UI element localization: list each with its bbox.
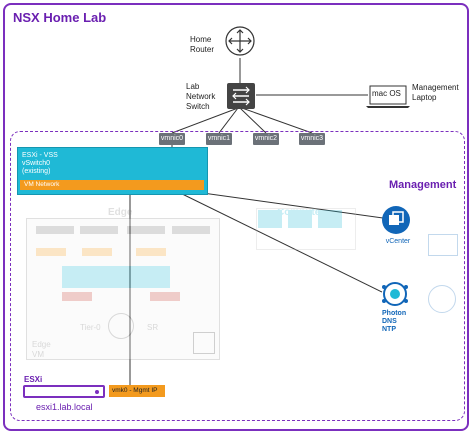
router-icon	[225, 26, 255, 56]
edge-switch	[62, 266, 170, 288]
switch-label-line-3: Switch	[186, 102, 210, 111]
vmnic-0: vmnic0	[159, 133, 185, 145]
management-router-icon	[428, 285, 456, 313]
compute-vm-2	[288, 210, 312, 228]
vcenter-label: vCenter	[385, 238, 411, 245]
switch-label-line-1: Lab	[186, 82, 200, 91]
esxi-label: ESXi	[24, 375, 43, 384]
compute-vm-3	[318, 210, 342, 228]
page-title: NSX Home Lab	[13, 10, 107, 25]
switch-label: Lab Network Switch	[186, 82, 215, 112]
edge-expand-icon	[193, 332, 215, 354]
compute-vm-1	[258, 210, 282, 228]
edge-vm-label: Edge VM	[32, 340, 51, 360]
compute-title: Compute	[277, 207, 320, 218]
laptop-screen-text: mac OS	[372, 89, 401, 98]
esxi-hostname: esxi1.lab.local	[36, 402, 93, 412]
vss-label-line-3: (existing)	[22, 168, 51, 175]
laptop-label-line-2: Laptop	[412, 93, 437, 102]
photon-label-line-3: NTP	[382, 326, 396, 333]
laptop-label-line-1: Management	[412, 83, 459, 92]
vss-label-line-1: ESXi - VSS	[22, 152, 58, 159]
edge-uplink-3	[136, 248, 166, 256]
switch-label-line-2: Network	[186, 92, 216, 101]
photon-label-line-1: Photon	[382, 310, 407, 317]
edge-vm-label-line-2: VM	[32, 350, 44, 359]
edge-segment-1	[62, 292, 92, 301]
laptop-label: Management Laptop	[412, 83, 459, 103]
photon-icon	[379, 279, 411, 309]
edge-vnic-1	[36, 226, 74, 234]
esxi-host-icon	[23, 385, 105, 398]
vss-label: ESXi - VSS vSwitch0 (existing)	[22, 152, 58, 176]
edge-uplink-2	[82, 248, 112, 256]
vmnic-1: vmnic1	[206, 133, 232, 145]
edge-vnic-4	[172, 226, 210, 234]
edge-segment-2	[150, 292, 180, 301]
switch-icon	[227, 83, 255, 109]
router-label-line-2: Router	[190, 45, 215, 54]
edge-vnic-2	[80, 226, 118, 234]
photon-label: Photon DNS NTP	[382, 310, 406, 334]
tier0-router-icon	[108, 313, 134, 339]
vmnic-3: vmnic3	[299, 133, 325, 145]
photon-label-line-2: DNS	[382, 318, 397, 325]
edge-title: Edge	[108, 207, 133, 218]
edge-vnic-3	[127, 226, 165, 234]
vss-label-line-2: vSwitch0	[22, 160, 51, 167]
sr-label: SR	[147, 323, 159, 332]
tier0-label: Tier-0	[80, 323, 101, 332]
lab-frame	[3, 3, 469, 431]
router-label: Home Router	[190, 35, 214, 55]
router-label-line-1: Home	[190, 35, 212, 44]
vcenter-icon	[381, 205, 411, 235]
nsx-manager-icon	[428, 234, 458, 256]
edge-vm-label-line-1: Edge	[32, 340, 51, 349]
laptop-icon	[366, 85, 410, 109]
esxi-host-region	[10, 131, 465, 421]
vm-network-portgroup: VM Network	[20, 180, 204, 190]
vmk0-interface: vmk0 - Mgmt IP	[109, 385, 165, 397]
compute-box	[256, 208, 356, 250]
management-title: Management	[389, 179, 457, 191]
edge-uplink-1	[36, 248, 66, 256]
vmnic-2: vmnic2	[253, 133, 279, 145]
